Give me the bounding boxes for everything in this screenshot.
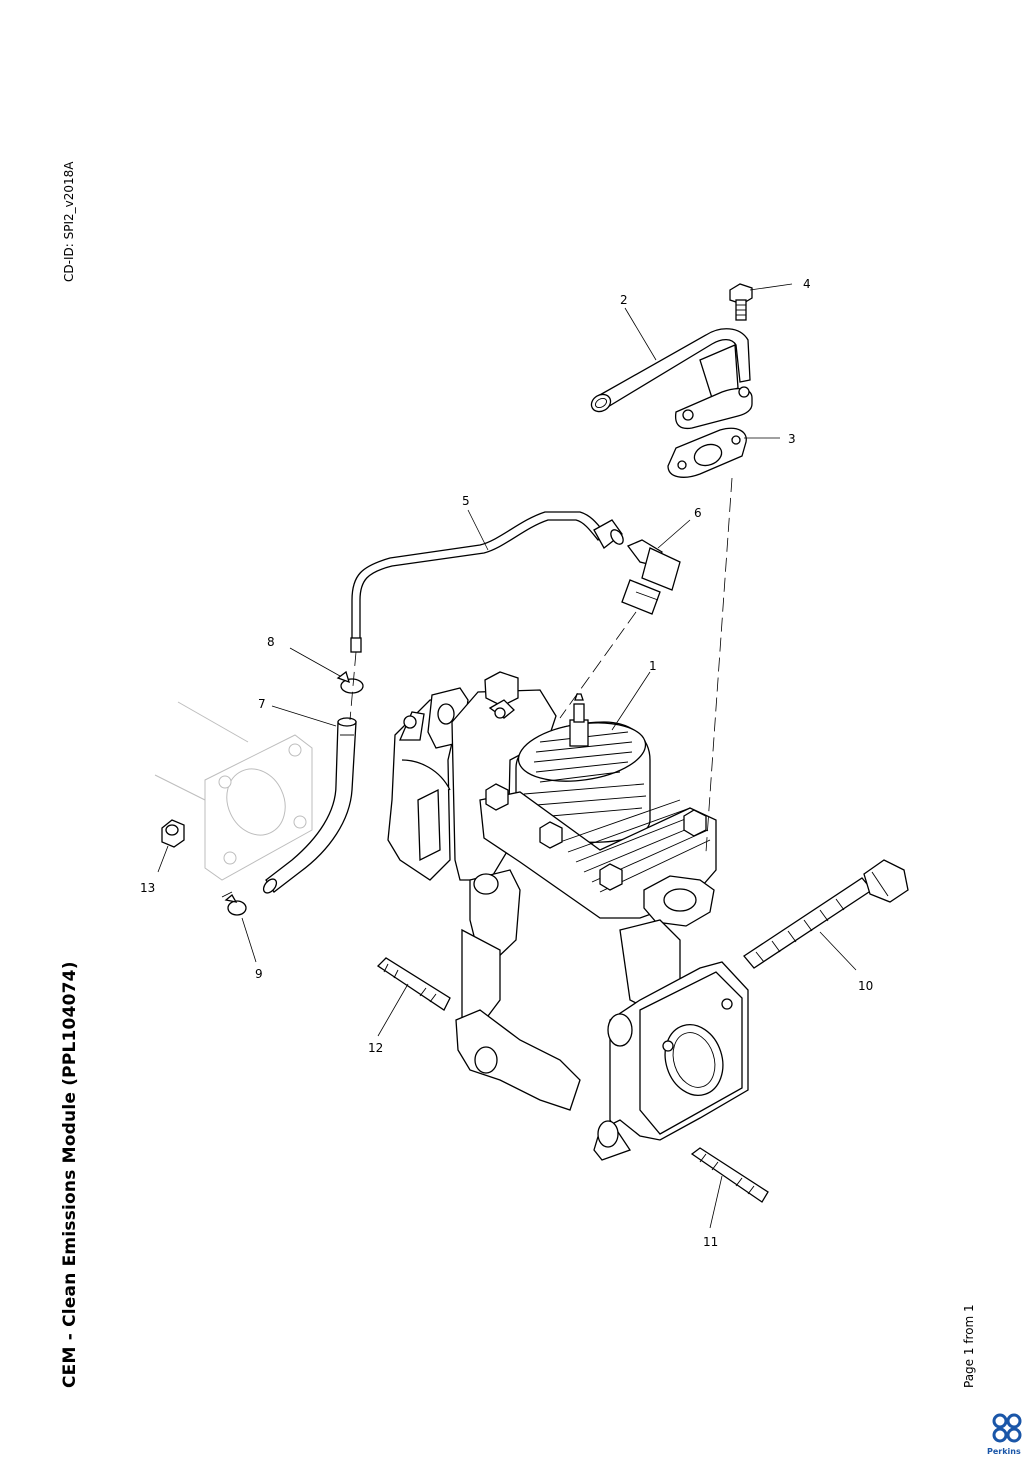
reference-flange-ghost: [154, 701, 313, 881]
callout-1: 1: [649, 659, 657, 673]
assembly-line-gasket: [705, 477, 733, 853]
callout-3: 3: [788, 432, 796, 446]
brand-name: Perkins: [987, 1447, 1021, 1456]
callout-10: 10: [858, 979, 873, 993]
part-12-stud: [376, 957, 451, 1011]
part-1-emissions-module: [387, 671, 749, 1161]
callout-11: 11: [703, 1235, 718, 1249]
part-5-pipe: [350, 511, 624, 653]
part-6-sensor: [621, 539, 681, 615]
assembly-line-sensor: [559, 611, 637, 719]
part-13-nut: [161, 819, 185, 848]
part-9-hose-clip: [221, 891, 247, 916]
part-4-bolt: [729, 283, 753, 321]
leader-lines: [157, 283, 857, 1229]
callout-12: 12: [368, 1041, 383, 1055]
part-10-long-bolt: [743, 859, 909, 969]
callout-7: 7: [258, 697, 266, 711]
perkins-logo-icon: [992, 1413, 1022, 1443]
callout-9: 9: [255, 967, 263, 981]
callout-2: 2: [620, 293, 628, 307]
part-11-stud: [690, 1147, 769, 1203]
callout-13: 13: [140, 881, 155, 895]
callout-4: 4: [803, 277, 811, 291]
part-2-elbow-pipe: [590, 328, 753, 430]
part-8-clip: [336, 670, 364, 694]
callout-5: 5: [462, 494, 470, 508]
callout-8: 8: [267, 635, 275, 649]
assembly-line-hose: [349, 651, 357, 721]
part-7-hose: [262, 717, 357, 894]
callout-6: 6: [694, 506, 702, 520]
part-3-gasket: [667, 427, 747, 478]
